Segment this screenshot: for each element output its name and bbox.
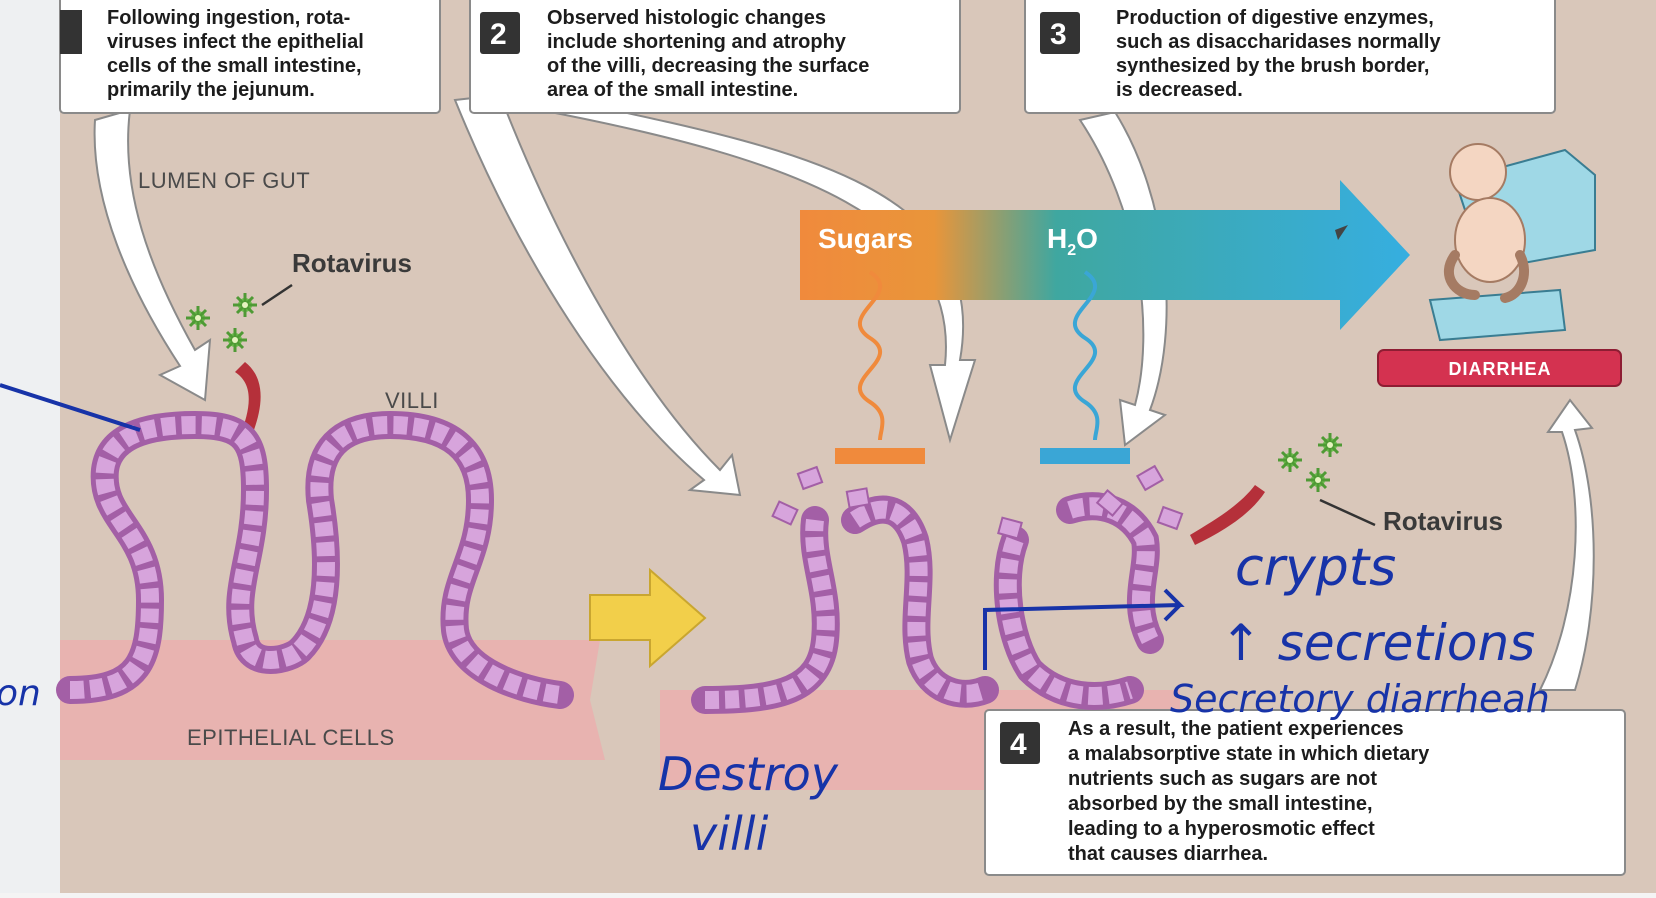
step-4-line-5: leading to a hyperosmotic effect [1068,818,1375,840]
ink-villi: villi [690,807,769,861]
water-block [1040,448,1130,464]
step-3-line-3: synthesized by the brush border, [1116,55,1429,77]
step-4-number: 4 [1010,728,1027,761]
epithelial-cells-label: EPITHELIAL CELLS [187,725,395,750]
ink-crypts: crypts [1235,538,1396,598]
ink-fragment-left: ion [0,673,41,714]
step-2-line-2: include shortening and atrophy [547,31,847,53]
step-box-2: 2 Observed histologic changes include sh… [470,0,960,113]
step-4-line-3: nutrients such as sugars are not [1068,768,1377,790]
diarrhea-label: DIARRHEA [1448,359,1551,379]
step-2-line-3: of the villi, decreasing the surface [547,55,869,77]
step-4-line-1: As a result, the patient experiences [1068,718,1404,740]
step-box-4: 4 As a result, the patient experiences a… [985,710,1625,875]
step-1-line-2: viruses infect the epithelial [107,31,364,53]
ink-secretory-diarrhea: Secretory diarrheah [1170,677,1550,721]
step-1-line-1: Following ingestion, rota- [107,7,350,29]
villi-label: VILLI [385,388,439,413]
left-margin-strip [0,0,60,893]
step-4-line-4: absorbed by the small intestine, [1068,793,1373,815]
step-1-line-4: primarily the jejunum. [107,79,315,101]
step-2-line-4: area of the small intestine. [547,79,798,101]
step-1-line-3: cells of the small intestine, [107,55,362,77]
step-4-line-6: that causes diarrhea. [1068,843,1268,865]
rotavirus-label-right: Rotavirus [1383,506,1503,536]
step-3-number: 3 [1050,18,1067,51]
step-box-1: Following ingestion, rota- viruses infec… [60,0,440,113]
step-3-line-1: Production of digestive enzymes, [1116,7,1434,29]
step-3-line-2: such as disaccharidases normally [1116,31,1441,53]
ink-secretions: ↑ secretions [1220,614,1535,672]
step-4-line-2: a malabsorptive state in which dietary [1068,743,1430,765]
step-2-number: 2 [490,18,507,51]
step-2-line-1: Observed histologic changes [547,7,826,29]
lumen-label: LUMEN OF GUT [138,168,310,193]
sugars-block [835,448,925,464]
step-3-line-4: is decreased. [1116,79,1243,101]
rotavirus-label-left: Rotavirus [292,248,412,278]
step-box-3: 3 Production of digestive enzymes, such … [1025,0,1555,113]
sugars-label: Sugars [818,223,913,254]
ink-destroy: Destroy [658,747,839,801]
